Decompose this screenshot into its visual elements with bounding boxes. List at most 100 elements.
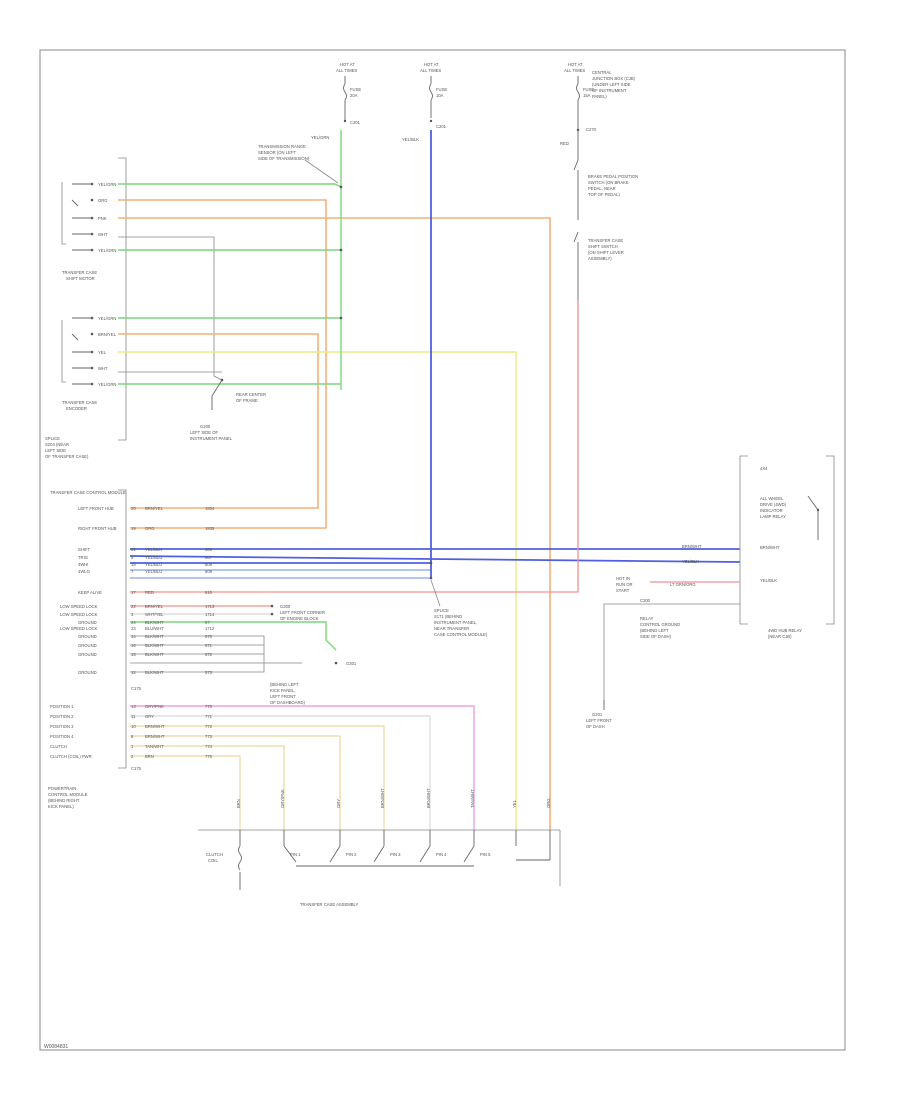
right-wire-mid: YEL/BLK (682, 559, 699, 564)
brake-note-4: TOP OF PEDAL) (588, 192, 620, 197)
clutch-note-1: TRANSFER CASE (588, 238, 623, 243)
s171-line-1: SPLICE (434, 608, 449, 613)
g300-line-1: LEFT FRONT CORNER (280, 610, 325, 615)
encoder-pin-3-wire: YEL (98, 350, 107, 355)
pcm-mid-pin-7-circ: 1714 (205, 612, 215, 617)
pcm-bottom-pin-3-circ: 772 (205, 724, 213, 729)
pcm-bottom-pin-1-circ: 770 (205, 704, 213, 709)
pcm-top-pin-1-no: 20 (131, 506, 136, 511)
pcm-mid-pin-1-circ: 806 (205, 547, 213, 552)
right-module-line-3: INDICATOR (760, 508, 783, 513)
pcm-mid-pin-9-wire: BLU/WHT (145, 626, 164, 631)
fuse-3: HOT AT ALL TIMES FUSE 15A C270 RED (560, 62, 597, 160)
encoder-footer-2: S204 (NEAR (45, 442, 69, 447)
diagram-frame (39, 49, 846, 1051)
pcm-top-pin-2-no: 19 (131, 526, 136, 531)
pcm-bottom-pin-4-circ: 773 (205, 734, 213, 739)
fuse-1-rating: 20A (350, 93, 358, 98)
brake-switch: BRAKE PEDAL POSITION SWITCH (ON BRAKE PE… (573, 159, 638, 300)
pcm-bottom-pin-3-no: 10 (131, 724, 136, 729)
right-module-footer-2: (NEAR CJB) (768, 634, 792, 639)
relay-label-3: (BEHIND LEFT (640, 628, 669, 633)
pcm-mid-pin-8-wire: BLK/WHT (145, 620, 164, 625)
pcm-bottom-pin-6-wire: BRN (145, 754, 154, 759)
fuse-1-sublabel: ALL TIMES (336, 68, 357, 73)
pin-1-label: PIN 1 (290, 852, 301, 857)
pcm-mid-pin-9-no: 23 (131, 626, 136, 631)
pcm-mid-pin-10-no: 14 (131, 634, 136, 639)
encoder-footer-3: LEFT SIDE (45, 448, 66, 453)
pcm-mid-pin-5-label: KEEP ALIVE (78, 590, 102, 595)
s171-line-3: INSTRUMENT PANEL, (434, 620, 477, 625)
pcm-bottom-pin-4-no: 6 (131, 734, 134, 739)
pcm-left-label-2: CONTROL MODULE (48, 792, 88, 797)
pcm-mid-pin-12-no: 15 (131, 652, 136, 657)
bottom-wire-8: ORG (546, 798, 551, 808)
pcm-mid-pin-11-circ: 571 (205, 643, 213, 648)
pcm-mid-pins: SHIFT 21 YEL/BLK 806 TRIG 9 YEL/BLU 807 … (60, 130, 741, 691)
bottom-wire-6: TAN/WHT (470, 789, 475, 808)
right-module-line-2: DRIVE (4WD) (760, 502, 787, 507)
encoder-pins: YEL/GRN BRN/YEL YEL WHT YEL/GRN TRANSFER… (45, 316, 117, 459)
fuse-2-label: HOT AT (424, 62, 439, 67)
right-wire-top: BRN/WHT (682, 544, 702, 549)
g301-line-1: REAR CENTER (236, 392, 266, 397)
pcm-mid-pin-2-label: TRIG (78, 555, 88, 560)
pcm-mid-pin-12-label: GROUND (78, 652, 97, 657)
fuse-1-splice: C201 (350, 120, 361, 125)
encoder-footer-4: OF TRANSFER CASE) (45, 454, 89, 459)
pcm-mid-pin-6-wire: BRN/YEL (145, 604, 164, 609)
g300-label: G300 (280, 604, 291, 609)
pcm-bottom-pin-3-wire: BRN/WHT (145, 724, 165, 729)
pcm-mid-pin-4-no: 7 (131, 569, 134, 574)
pcm-bottom-pins: POSITION 1 13 GRY/PNK 770 POSITION 2 11 … (48, 704, 475, 830)
right-module-pin-top: BRN/WHT (760, 545, 780, 550)
pcm-mid-pin-3-circ: 808 (205, 562, 213, 567)
pcm-mid-pin-6-label: LOW SPEED LOCK (60, 604, 98, 609)
brake-note-1: BRAKE PEDAL POSITION (588, 174, 638, 179)
fuse-1: HOT AT ALL TIMES FUSE 20A C201 YEL/GRN (311, 62, 361, 140)
pcm-bottom-pin-5-wire: TAN/WHT (145, 744, 164, 749)
fuse-2-splice: C201 (436, 124, 447, 129)
encoder-pin-1-wire: YEL/GRN (98, 316, 116, 321)
pcm-mid-pin-6-circ: 1713 (205, 604, 215, 609)
right-module-line-1: ALL WHEEL (760, 496, 784, 501)
pin-4-label: PIN 4 (436, 852, 447, 857)
pcm-bottom-pin-2-circ: 771 (205, 714, 213, 719)
transfer-case-assembly-title: TRANSFER CASE ASSEMBLY (300, 902, 359, 907)
motor-pin-3-wire: PNK (98, 216, 107, 221)
encoder-subtitle: ENCODER (66, 406, 87, 411)
clutch-note-2: SHIFT SWITCH (588, 244, 618, 249)
pcm-bottom-pin-3-label: POSITION 3 (50, 724, 74, 729)
cjb-line-4: OF INSTRUMENT (592, 88, 627, 93)
pcm-mid-pin-4-wire: YEL/BLU (145, 569, 162, 574)
pcm-mid-pin-1-label: SHIFT (78, 547, 91, 552)
brake-note-2: SWITCH (ON BRAKE (588, 180, 629, 185)
pcm-mid-pin-13-label: GROUND (78, 670, 97, 675)
pcm-mid-pin-3-wire: YEL/BLU (145, 562, 162, 567)
bottom-wire-5: BRN/WHT (426, 788, 431, 808)
motor-pins: YEL/GRN ORG PNK WHT YEL/GRN TRANSFER CAS… (62, 182, 116, 281)
pcm-mid-pin-7-no: 3 (131, 612, 134, 617)
encoder-pin-2-wire: BRN/YEL (98, 332, 117, 337)
fuse-box-right-label: CENTRAL JUNCTION BOX (CJB) (UNDER LEFT S… (592, 70, 636, 99)
motor-pin-1-wire: YEL/GRN (98, 182, 116, 187)
g201-line-2: OF DASH (586, 724, 605, 729)
transfer-case-assembly: BRN GRY/PNK GRY BRN/WHT BRN/WHT TAN/WHT … (198, 788, 561, 907)
g201-label: G201 (592, 712, 603, 717)
pcm-connector: C175 (131, 686, 142, 691)
pcm-mid-pin-10-wire: BLK/WHT (145, 634, 164, 639)
pcm-mid-pin-13-wire: BLK/WHT (145, 670, 164, 675)
pin-3-label: PIN 3 (390, 852, 401, 857)
pcm-left-label-4: KICK PANEL) (48, 804, 74, 809)
fuse-3-sublabel: ALL TIMES (564, 68, 585, 73)
pcm-mid-pin-1-no: 21 (131, 547, 136, 552)
fuse-2-sublabel: ALL TIMES (420, 68, 441, 73)
pcm-mid-pin-5-wire: RED (145, 590, 154, 595)
bottom-wire-2: GRY/PNK (280, 789, 285, 808)
pcm-left-label-1: POWERTRAIN (48, 786, 76, 791)
pcm-mid-pin-2-wire: YEL/BLU (145, 555, 162, 560)
g301-label: G301 (346, 661, 357, 666)
right-module: 4X4 ALL WHEEL DRIVE (4WD) INDICATOR LAMP… (586, 455, 835, 729)
